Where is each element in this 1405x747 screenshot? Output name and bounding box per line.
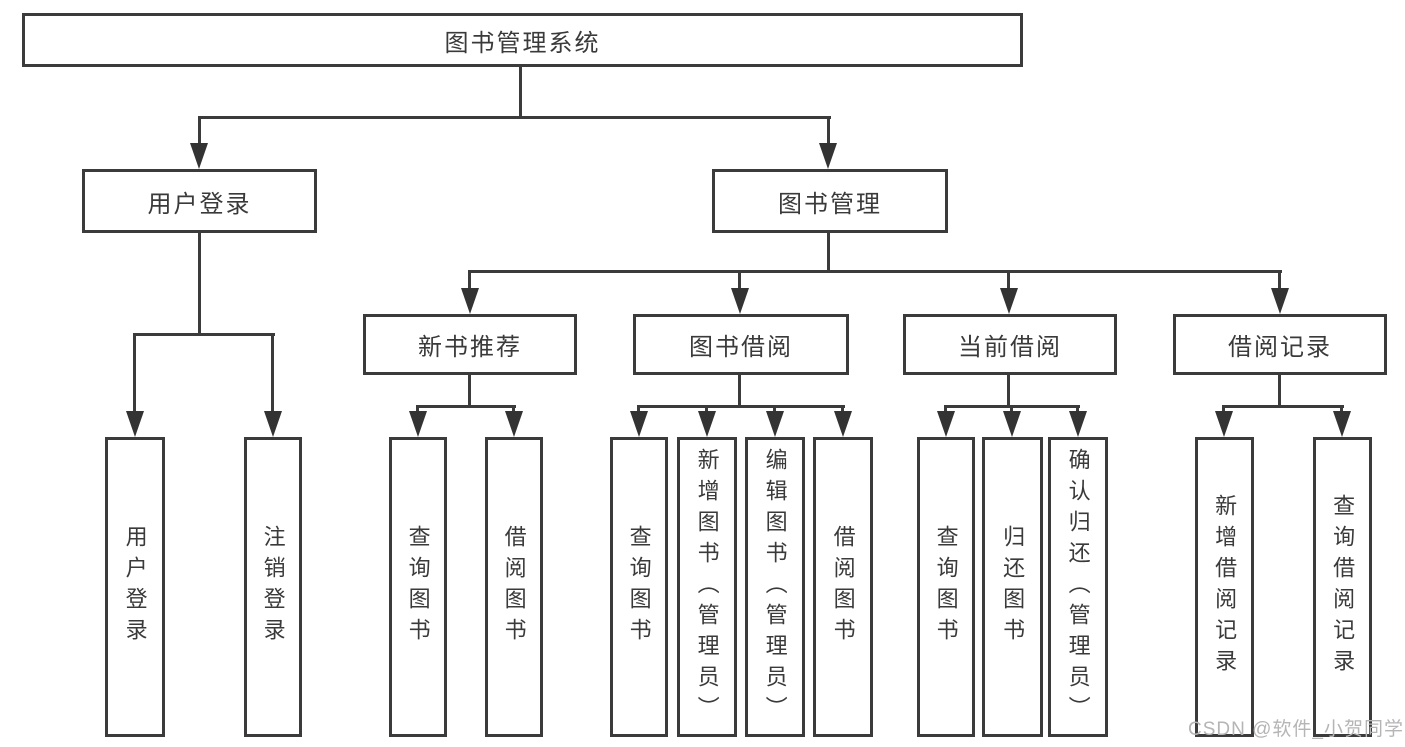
arrowhead-to-leaf [1003, 411, 1021, 437]
node-label: 用户登录 [147, 190, 252, 218]
csdn-watermark: CSDN @软件_小贺同学 [1188, 719, 1404, 740]
connector-stub [512, 405, 515, 413]
node-label: 编辑图书（管理员） [762, 447, 788, 727]
connector-mgmt-stem [827, 231, 830, 273]
node-label: 新增图书（管理员） [694, 447, 720, 727]
node-leaf-add-book-admin: 新增图书（管理员） [677, 437, 737, 737]
node-leaf-edit-book-admin: 编辑图书（管理员） [745, 437, 805, 737]
connector-borrowing-rail [637, 405, 845, 408]
node-leaf-return-books: 归还图书 [982, 437, 1043, 737]
node-leaf-borrow-books-recommend: 借阅图书 [485, 437, 543, 737]
node-label: 借阅图书 [501, 525, 527, 649]
arrowhead-to-user-login [190, 143, 208, 169]
node-label: 图书管理 [778, 190, 882, 218]
node-leaf-user-login: 用户登录 [105, 437, 165, 737]
node-root-library-system: 图书管理系统 [22, 13, 1023, 67]
node-label: 图书管理系统 [444, 29, 601, 57]
connector-current-stem [1007, 373, 1010, 407]
connector-level1-rail [198, 116, 831, 119]
node-leaf-borrow-books: 借阅图书 [813, 437, 873, 737]
node-label: 用户登录 [122, 525, 148, 649]
node-leaf-query-books-borrowing: 查询图书 [610, 437, 668, 737]
node-leaf-confirm-return-admin: 确认归还（管理员） [1048, 437, 1108, 737]
connector-borrowing-stem [738, 373, 741, 407]
node-label: 查询借阅记录 [1330, 494, 1356, 680]
arrowhead-to-current-borrowing [1000, 288, 1018, 314]
arrowhead-to-leaf [505, 411, 523, 437]
arrowhead-to-borrowing-records [1271, 288, 1289, 314]
node-leaf-query-books-current: 查询图书 [917, 437, 975, 737]
arrowhead-to-leaf [937, 411, 955, 437]
connector-stub [133, 333, 136, 413]
connector-login-rail [133, 333, 275, 336]
connector-stub [198, 116, 201, 145]
node-label: 查询图书 [626, 525, 652, 649]
connector-stub [1222, 405, 1225, 413]
node-leaf-logout: 注销登录 [244, 437, 302, 737]
arrowhead-to-leaf [409, 411, 427, 437]
connector-stub [271, 333, 274, 413]
connector-recommend-rail [416, 405, 516, 408]
node-label: 查询图书 [405, 525, 431, 649]
node-label: 查询图书 [933, 525, 959, 649]
node-leaf-add-borrow-record: 新增借阅记录 [1195, 437, 1254, 737]
node-label: 归还图书 [1000, 525, 1026, 649]
connector-stub [944, 405, 947, 413]
arrowhead-to-leaf-logout [264, 411, 282, 437]
connector-root-stem [519, 64, 522, 118]
node-label: 新增借阅记录 [1212, 494, 1238, 680]
node-book-borrowing: 图书借阅 [633, 314, 849, 375]
arrowhead-to-leaf-user-login [126, 411, 144, 437]
connector-stub [705, 405, 708, 413]
arrowhead-to-book-management [819, 143, 837, 169]
connector-stub [1010, 405, 1013, 413]
connector-level3-rail [468, 270, 1282, 273]
connector-stub [1007, 270, 1010, 290]
connector-stub [827, 116, 830, 145]
node-leaf-query-borrow-record: 查询借阅记录 [1313, 437, 1372, 737]
connector-stub [1278, 270, 1281, 290]
arrowhead-to-new-book-recommend [461, 288, 479, 314]
arrowhead-to-leaf [630, 411, 648, 437]
node-user-login: 用户登录 [82, 169, 317, 233]
node-label: 注销登录 [260, 525, 286, 649]
connector-login-stem [198, 231, 201, 335]
node-label: 当前借阅 [958, 334, 1062, 361]
node-current-borrowing: 当前借阅 [903, 314, 1117, 375]
node-label: 新书推荐 [418, 334, 522, 361]
connector-stub [468, 270, 471, 290]
arrowhead-to-leaf [766, 411, 784, 437]
connector-records-stem [1278, 373, 1281, 407]
connector-records-rail [1222, 405, 1344, 408]
node-book-management: 图书管理 [712, 169, 948, 233]
connector-stub [773, 405, 776, 413]
node-label: 确认归还（管理员） [1065, 447, 1091, 727]
node-label: 图书借阅 [689, 334, 793, 361]
arrowhead-to-book-borrowing [731, 288, 749, 314]
node-label: 借阅记录 [1228, 334, 1332, 361]
connector-stub [1076, 405, 1079, 413]
connector-stub [416, 405, 419, 413]
connector-stub [738, 270, 741, 290]
arrowhead-to-leaf [834, 411, 852, 437]
connector-recommend-stem [468, 373, 471, 407]
arrowhead-to-leaf [698, 411, 716, 437]
connector-stub [841, 405, 844, 413]
node-new-book-recommend: 新书推荐 [363, 314, 577, 375]
arrowhead-to-leaf [1215, 411, 1233, 437]
node-label: 借阅图书 [830, 525, 856, 649]
node-leaf-query-books-recommend: 查询图书 [389, 437, 447, 737]
connector-stub [637, 405, 640, 413]
connector-stub [1340, 405, 1343, 413]
arrowhead-to-leaf [1069, 411, 1087, 437]
arrowhead-to-leaf [1333, 411, 1351, 437]
node-borrowing-records: 借阅记录 [1173, 314, 1387, 375]
